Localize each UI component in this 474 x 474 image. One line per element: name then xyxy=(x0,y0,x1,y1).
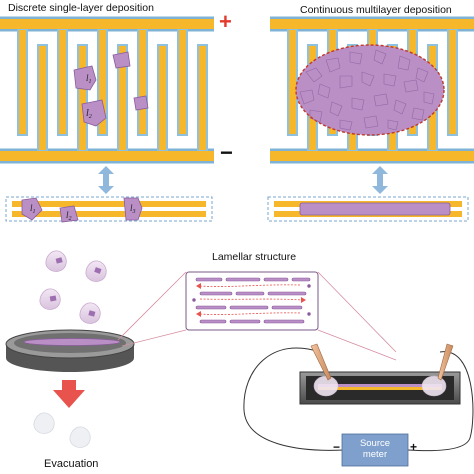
flake-label-cross-l2: l2 xyxy=(66,210,72,222)
continuous-title: Continuous multilayer deposition xyxy=(300,4,452,16)
double-arrow-left xyxy=(98,166,114,194)
evacuation-label: Evacuation xyxy=(44,458,99,470)
device-tray xyxy=(299,371,461,405)
evacuation-arrow xyxy=(53,380,85,408)
flake-label-l2: l2 xyxy=(86,108,92,120)
flake-label-l1: l1 xyxy=(86,73,92,85)
evacuated-droplets xyxy=(33,412,91,448)
substrate-dish xyxy=(5,329,135,372)
cross-section-right xyxy=(267,196,469,222)
discrete-title: Discrete single-layer deposition xyxy=(8,2,154,14)
flake-label-cross-l3: l3 xyxy=(130,203,136,215)
probe-right xyxy=(437,343,454,381)
left-electrode xyxy=(0,16,214,164)
lamellar-box xyxy=(185,271,319,331)
minus-sign: − xyxy=(220,140,233,165)
circuit-wire xyxy=(243,347,474,452)
source-meter-label: Source meter xyxy=(359,438,391,460)
source-meter xyxy=(341,433,409,467)
droplets xyxy=(39,250,107,324)
probe-left xyxy=(310,343,332,381)
plus-sign: + xyxy=(219,9,232,34)
double-arrow-right xyxy=(372,166,388,194)
continuous-film xyxy=(295,44,445,136)
meter-minus-terminal: − xyxy=(333,440,341,454)
cross-section-left: l1 l2 l3 xyxy=(5,196,213,223)
lamellar-title: Lamellar structure xyxy=(212,251,297,263)
meter-plus-terminal: + xyxy=(410,440,418,454)
flake-label-cross-l1: l1 xyxy=(30,203,36,215)
discrete-flakes xyxy=(73,51,149,127)
zoom-lines xyxy=(117,271,397,361)
